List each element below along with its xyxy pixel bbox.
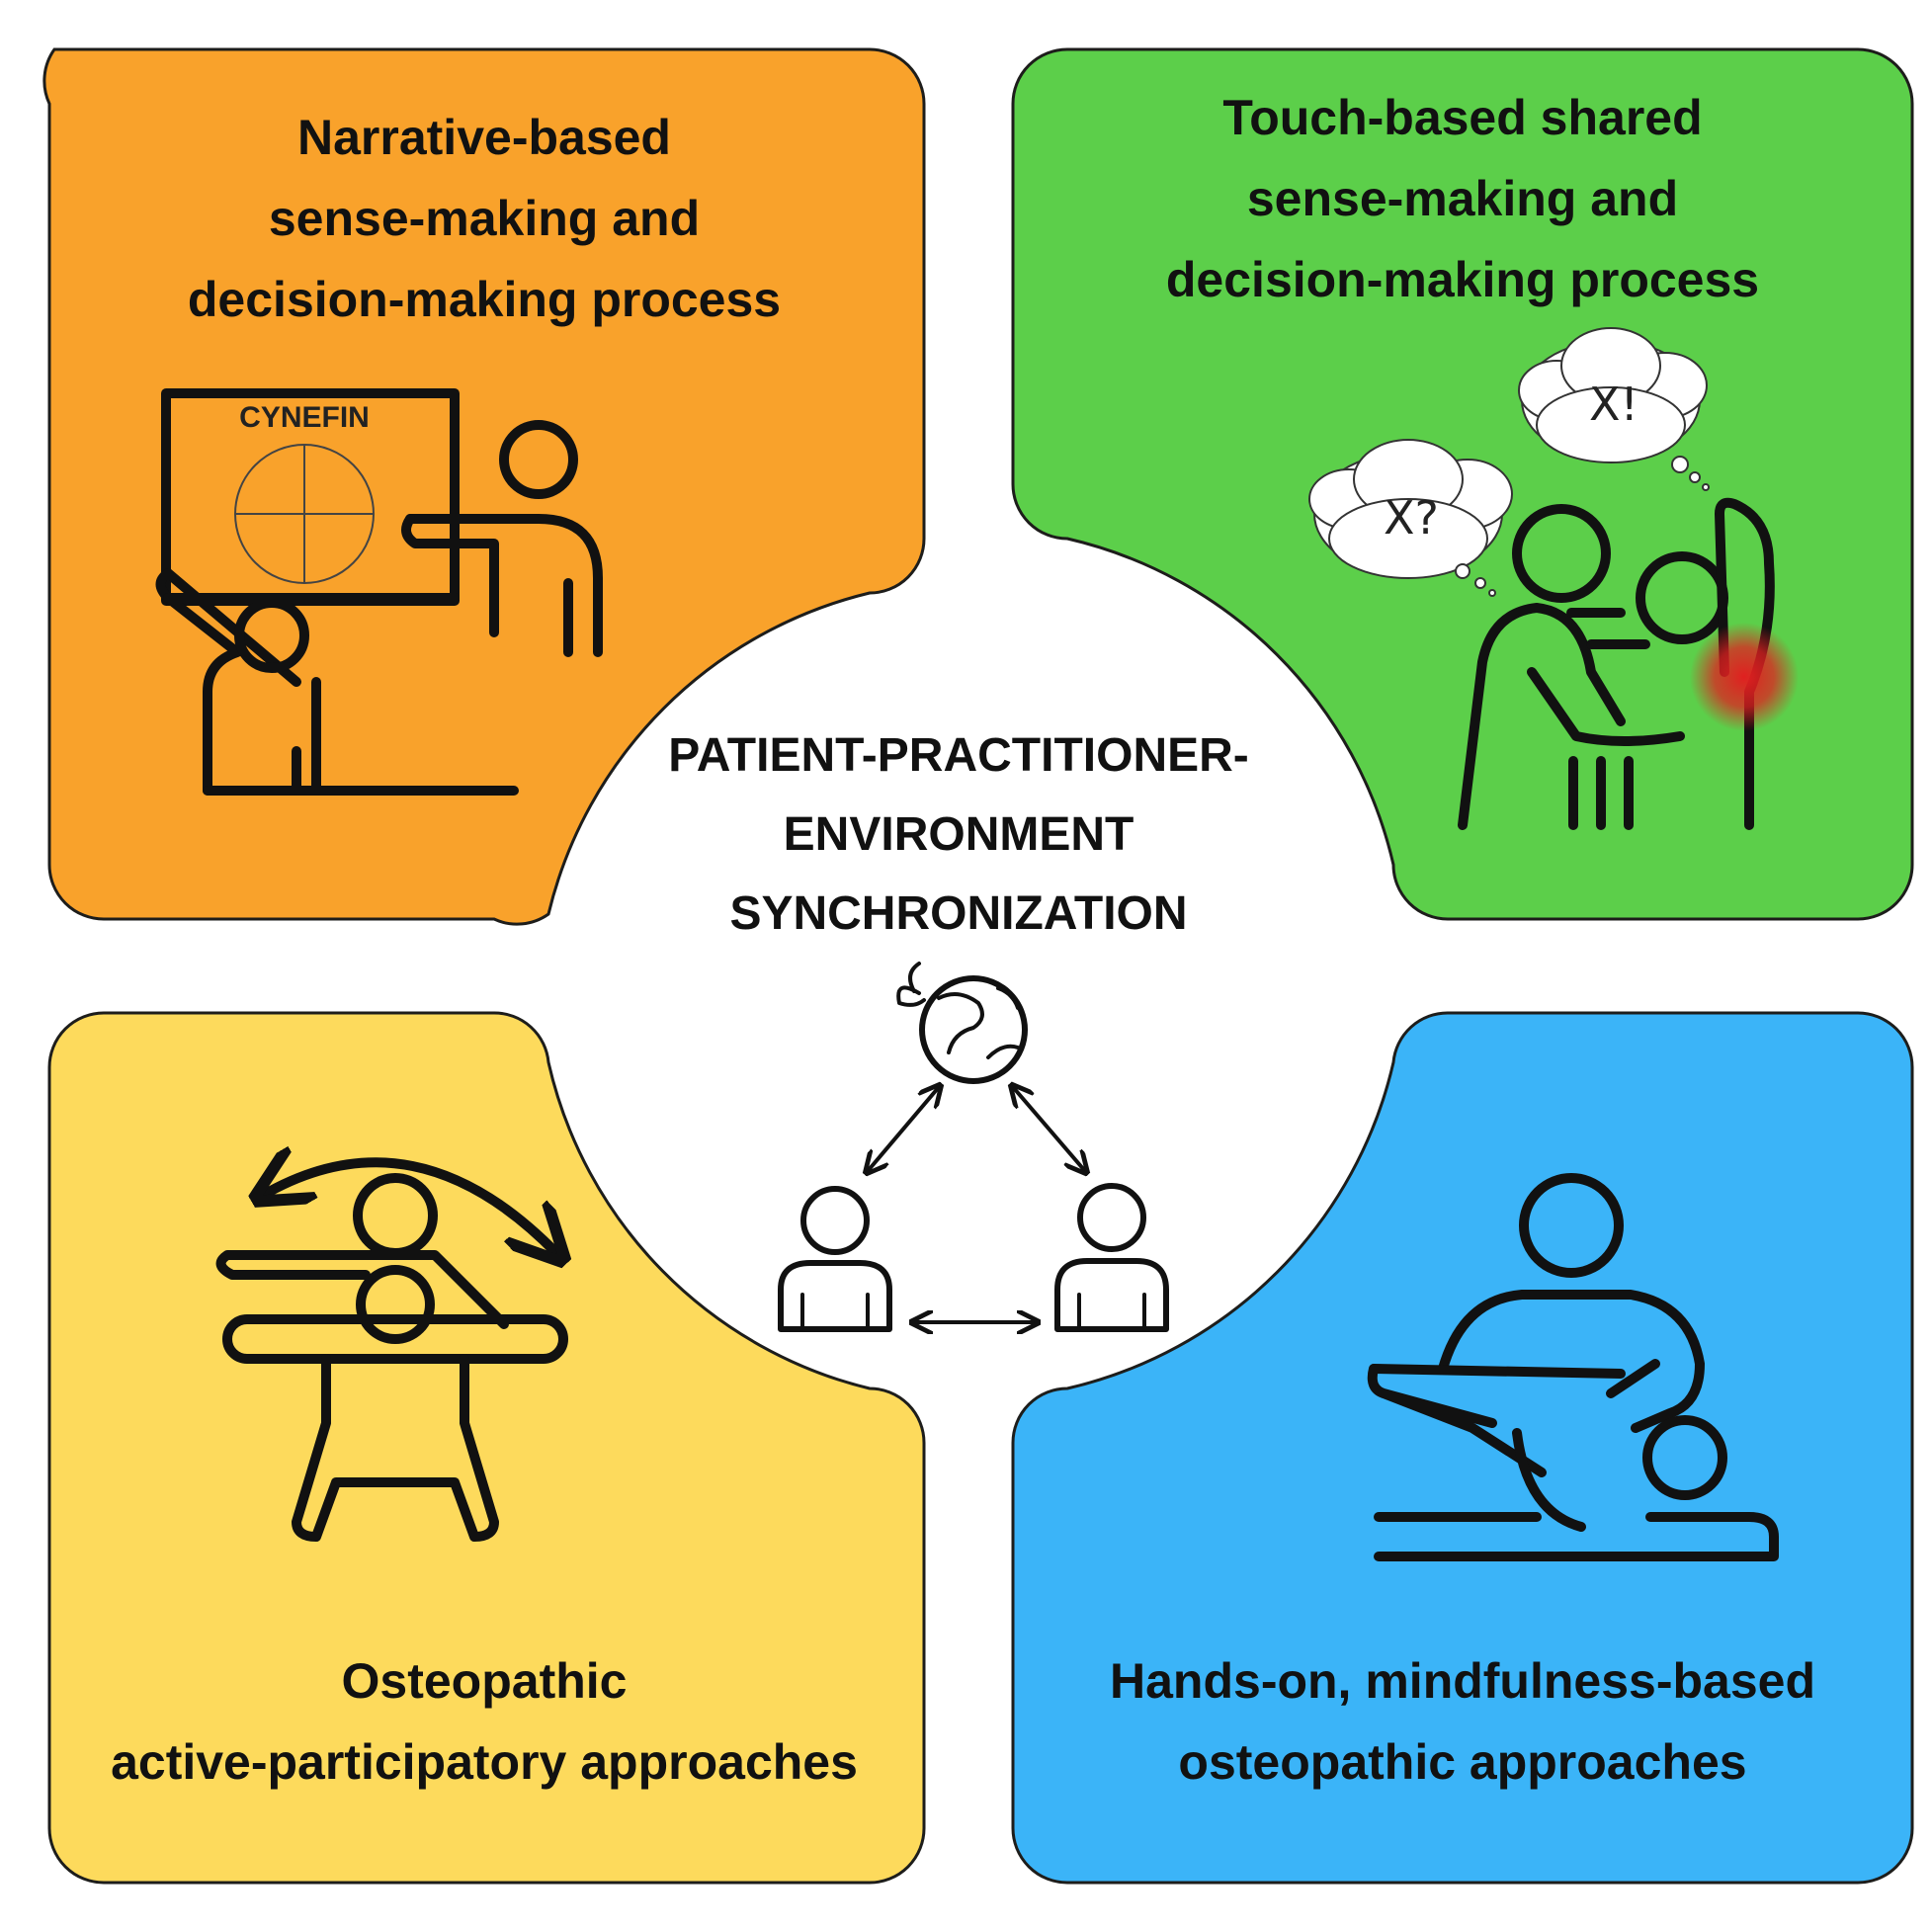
touch-assessment-icon: X? X!	[1308, 327, 1799, 830]
title-line: Touch-based shared	[1222, 90, 1703, 145]
pain-spot	[1690, 623, 1799, 731]
thought-bubble-right: X!	[1518, 327, 1710, 491]
globe-and-people-triangle-icon	[778, 962, 1169, 1332]
center-title: PATIENT-PRACTITIONER- ENVIRONMENT SYNCHR…	[583, 716, 1334, 954]
title-bottom-left: Osteopathic active-participatory approac…	[59, 1640, 909, 1803]
patient-head	[1642, 1415, 1727, 1500]
presenter-head	[499, 420, 578, 499]
thought-bubble-left: X?	[1308, 439, 1513, 597]
person-left-icon	[778, 1186, 892, 1332]
title-line: Narrative-based	[297, 110, 671, 165]
practitioner-head	[1512, 504, 1611, 603]
center-line: PATIENT-PRACTITIONER-	[668, 729, 1249, 782]
person-right-icon	[1054, 1183, 1169, 1332]
leaf-icon	[896, 962, 926, 1007]
arrow-globe-left	[868, 1087, 939, 1171]
center-line: ENVIRONMENT	[783, 808, 1134, 861]
title-top-right: Touch-based shared sense-making and deci…	[1048, 77, 1878, 320]
globe-icon	[919, 975, 1028, 1084]
title-line: Osteopathic	[341, 1653, 628, 1709]
center-line: SYNCHRONIZATION	[729, 887, 1188, 940]
panel-bottom-right	[1011, 1011, 1914, 1885]
board-label: CYNEFIN	[239, 401, 370, 434]
arrow-globe-right	[1013, 1087, 1085, 1171]
hands-on-treatment-icon	[1367, 1173, 1779, 1561]
title-line: sense-making and	[1246, 171, 1679, 226]
practitioner-head	[1519, 1173, 1624, 1278]
title-bottom-right: Hands-on, mindfulness-based osteopathic …	[1028, 1640, 1897, 1803]
bubble-left-text: X?	[1384, 491, 1439, 545]
title-line: Hands-on, mindfulness-based	[1110, 1653, 1815, 1709]
title-top-left: Narrative-based sense-making and decisio…	[79, 97, 889, 340]
title-line: active-participatory approaches	[111, 1734, 858, 1790]
title-line: osteopathic approaches	[1178, 1734, 1747, 1790]
title-line: sense-making and	[268, 191, 701, 246]
panel-top-left	[42, 47, 926, 926]
movement-exercise-icon	[215, 1162, 563, 1542]
bubble-right-text: X!	[1589, 378, 1638, 431]
title-line: decision-making process	[187, 272, 782, 327]
lower-head	[356, 1265, 435, 1344]
teaching-at-board-icon: CYNEFIN	[155, 388, 603, 796]
title-line: decision-making process	[1165, 252, 1760, 307]
